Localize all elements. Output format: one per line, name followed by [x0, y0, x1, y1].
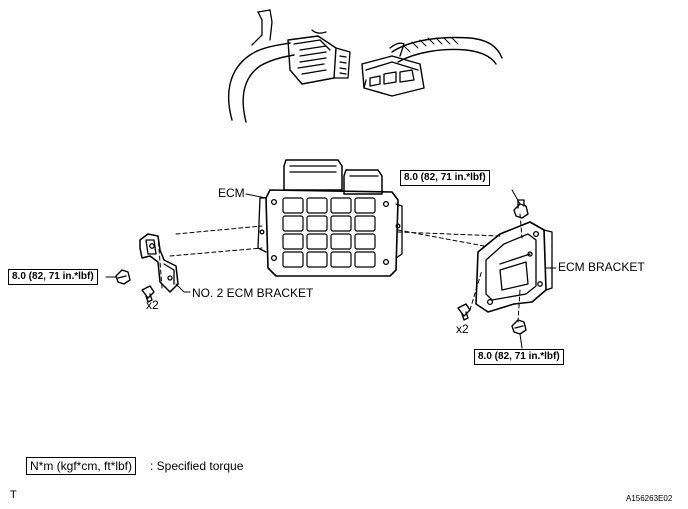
torque-legend-text: : Specified torque [150, 459, 244, 473]
torque-unit-legend: N*m (kgf*cm, ft*lbf) [26, 457, 137, 475]
quantity-left-label: x2 [146, 298, 159, 312]
nut-bottom-right [511, 319, 527, 349]
connector-detail [227, 9, 503, 123]
ecm-bracket-label: ECM BRACKET [558, 260, 645, 274]
ecm-bracket [475, 221, 557, 313]
bolt-right [457, 303, 471, 321]
torque-spec-top-right: 8.0 (82, 71 in.*lbf) [400, 170, 490, 186]
no2-ecm-bracket-label: NO. 2 ECM BRACKET [192, 286, 314, 300]
ecm-unit [245, 159, 403, 277]
bolt-left [141, 285, 155, 303]
torque-spec-left: 8.0 (82, 71 in.*lbf) [8, 269, 98, 285]
figure-code: A156263E02 [626, 494, 673, 503]
torque-spec-bottom-right: 8.0 (82, 71 in.*lbf) [474, 349, 564, 365]
footer-mark: T [10, 489, 17, 501]
nut-top-right [511, 189, 529, 219]
ecm-label: ECM [218, 186, 245, 200]
quantity-right-label: x2 [456, 322, 469, 336]
no2-ecm-bracket [139, 233, 191, 293]
nut-left [105, 269, 131, 285]
